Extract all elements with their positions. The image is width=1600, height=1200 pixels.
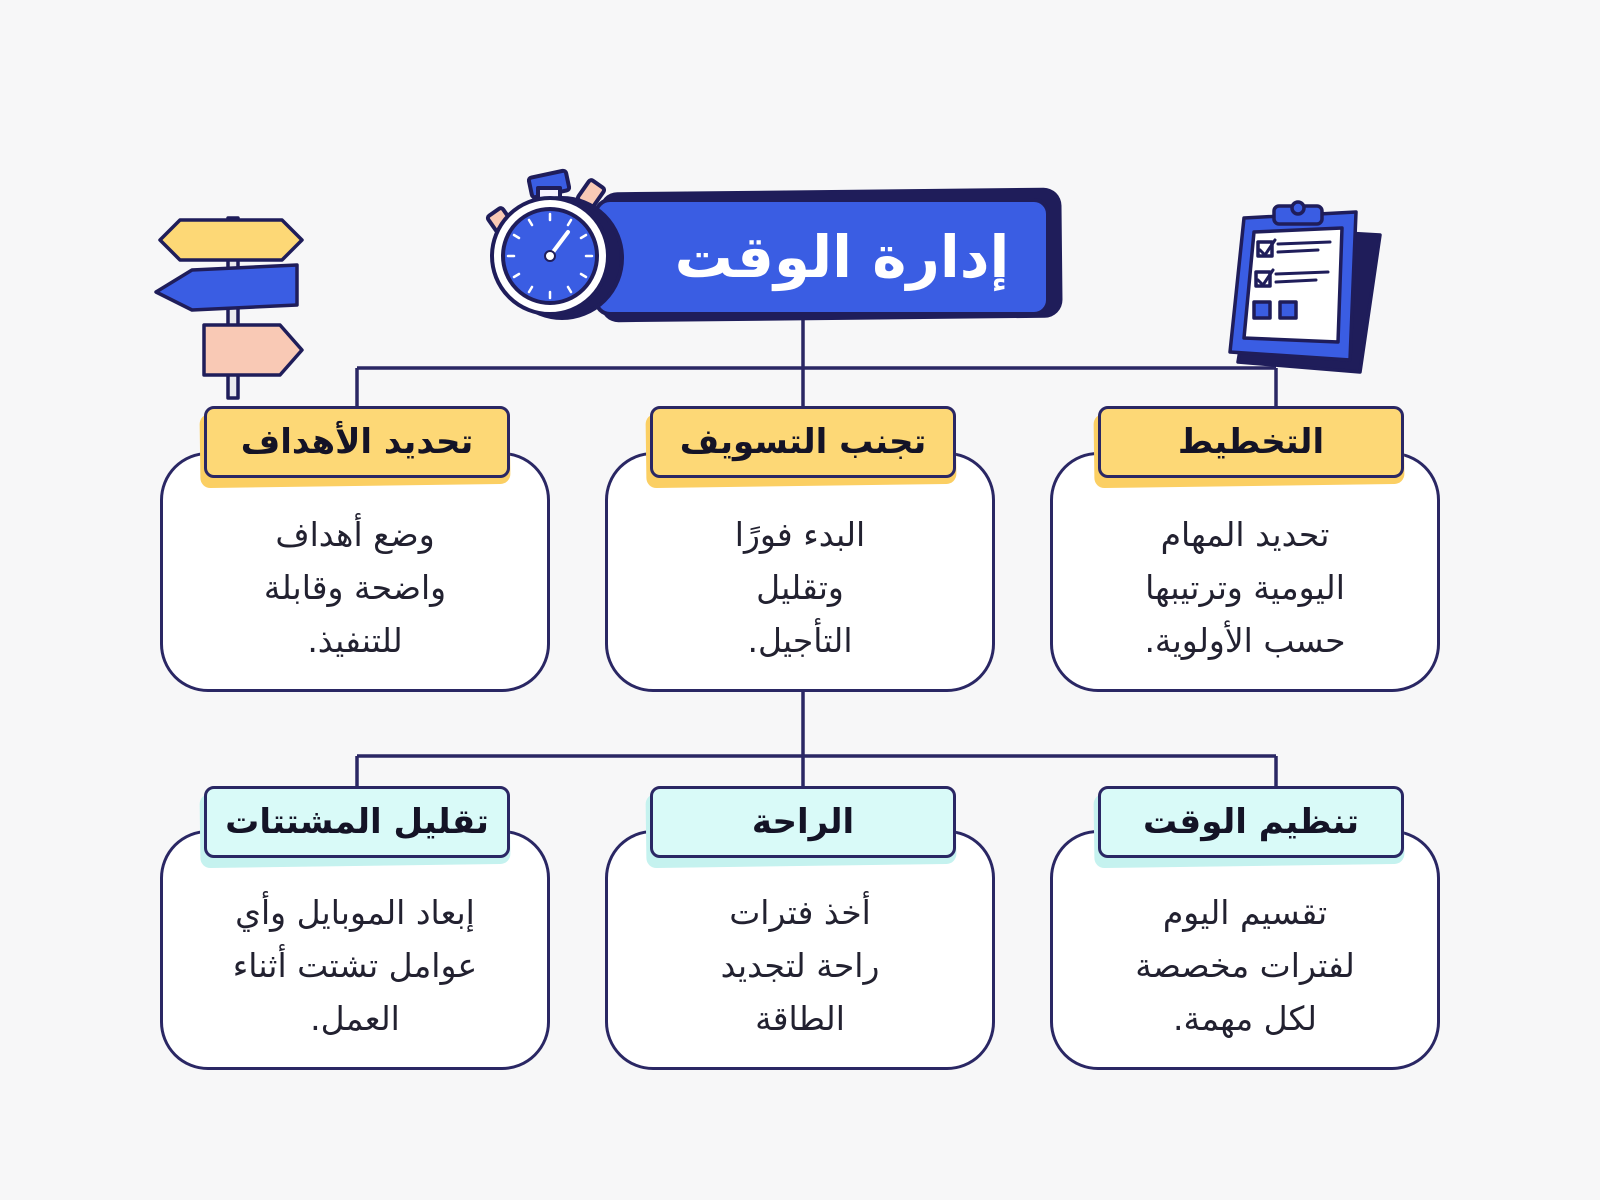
node-label-text: تنظيم الوقت [1142,802,1360,842]
node-label-time-organizing: تنظيم الوقت [1098,786,1404,858]
node-label-text: تجنب التسويف [679,422,927,462]
node-label-goal-setting: تحديد الأهداف [204,406,510,478]
node-description: وضع أهداف واضحة وقابلة للتنفيذ. [263,514,447,660]
node-card-reduce-distractions: إبعاد الموبايل وأي عوامل تشتت أثناء العم… [160,830,550,1070]
node-description: تقسيم اليوم لفترات مخصصة لكل مهمة. [1135,892,1355,1038]
node-label-text: التخطيط [1177,422,1325,462]
node-card-time-organizing: تقسيم اليوم لفترات مخصصة لكل مهمة. [1050,830,1440,1070]
node-label-rest: الراحة [650,786,956,858]
stopwatch-icon [485,168,624,320]
node-card-rest: أخذ فترات راحة لتجديد الطاقة [605,830,995,1070]
node-label-text: تقليل المشتتات [225,802,489,842]
node-card-avoid-procrastination: البدء فورًا وتقليل التأجيل. [605,452,995,692]
node-description: البدء فورًا وتقليل التأجيل. [734,514,866,660]
page-title: إدارة الوقت [674,223,1010,291]
title-box: إدارة الوقت [594,198,1050,316]
signpost-icon [154,216,304,400]
node-card-goal-setting: وضع أهداف واضحة وقابلة للتنفيذ. [160,452,550,692]
node-description: أخذ فترات راحة لتجديد الطاقة [720,892,880,1038]
node-description: إبعاد الموبايل وأي عوامل تشتت أثناء العم… [232,892,478,1038]
clipboard-checklist-icon [1228,200,1382,374]
node-label-text: تحديد الأهداف [240,422,474,462]
node-label-text: الراحة [751,802,855,842]
node-label-planning: التخطيط [1098,406,1404,478]
node-description: تحديد المهام اليومية وترتيبها حسب الأولو… [1144,514,1346,660]
node-label-avoid-procrastination: تجنب التسويف [650,406,956,478]
node-card-planning: تحديد المهام اليومية وترتيبها حسب الأولو… [1050,452,1440,692]
node-label-reduce-distractions: تقليل المشتتات [204,786,510,858]
